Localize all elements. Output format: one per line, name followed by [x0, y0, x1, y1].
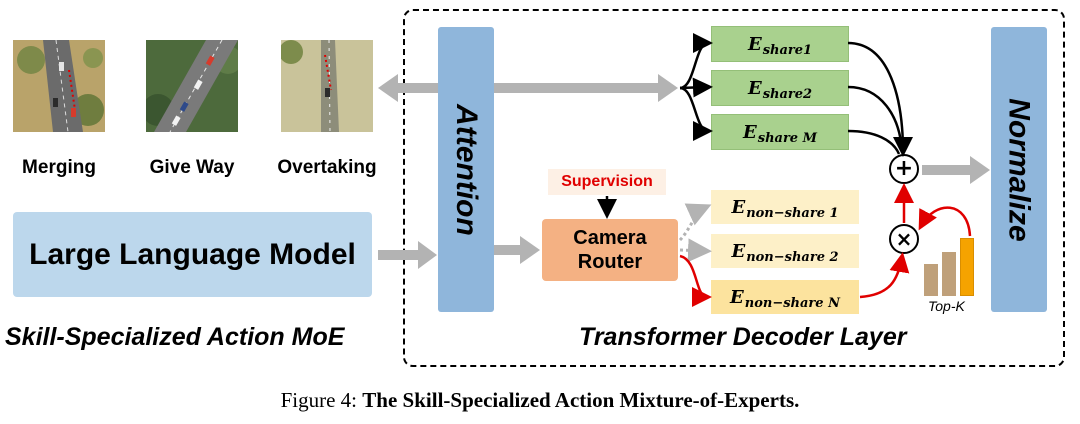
normalize-block: Normalize	[991, 27, 1047, 312]
router-label-line1: Camera	[573, 227, 647, 249]
branch-arrow-share1	[679, 33, 713, 90]
caption-prefix: Figure 4:	[280, 388, 363, 412]
branch-arrow-share2	[679, 77, 713, 98]
gray-arrow-to-images	[378, 74, 438, 102]
attention-block: Attention	[438, 27, 494, 312]
topk-bar-1	[924, 264, 938, 296]
topk-bar-3	[960, 238, 974, 296]
topk-bars	[922, 238, 982, 296]
topk-bar-2	[942, 252, 956, 296]
sharem-to-plus-arrow	[847, 129, 901, 155]
supervision-label: Supervision	[548, 169, 666, 195]
gray-arrow-to-normalize	[922, 156, 990, 184]
topk-to-times-arrow	[918, 206, 972, 237]
multiply-operator-icon: ×	[889, 224, 919, 254]
router-to-nonshare2-arrow	[679, 238, 712, 263]
decoder-layer-container	[403, 9, 1065, 367]
scene-label-merging: Merging	[22, 157, 96, 178]
aerial-overtaking-image	[281, 40, 373, 132]
branch-arrow-sharem	[679, 86, 713, 141]
gray-arrow-to-shared	[494, 74, 678, 102]
router-label-line2: Router	[577, 251, 643, 273]
decoder-title: Transformer Decoder Layer	[579, 323, 907, 351]
router-to-nonshare1-arrow	[678, 203, 712, 242]
topk-label: Top-K	[928, 298, 965, 314]
aerial-give-way-image	[146, 40, 238, 132]
figure-caption: Figure 4: The Skill-Specialized Action M…	[0, 388, 1080, 413]
aerial-merging-image	[13, 40, 105, 132]
gray-arrow-llm-to-attention	[378, 241, 437, 269]
scene-label-give-way: Give Way	[149, 157, 235, 178]
scene-label-overtaking: Overtaking	[277, 157, 377, 178]
nonsharen-to-times-arrow	[859, 252, 910, 299]
llm-box: Large Language Model	[13, 212, 372, 297]
router-to-nonsharen-arrow	[679, 254, 712, 307]
share2-to-plus-arrow	[847, 85, 904, 153]
caption-title: The Skill-Specialized Action Mixture-of-…	[362, 388, 800, 412]
share1-to-plus-arrow	[847, 41, 913, 157]
left-caption: Skill-Specialized Action MoE	[5, 323, 345, 351]
llm-label: Large Language Model	[29, 237, 356, 271]
gray-arrow-to-router	[494, 236, 540, 264]
